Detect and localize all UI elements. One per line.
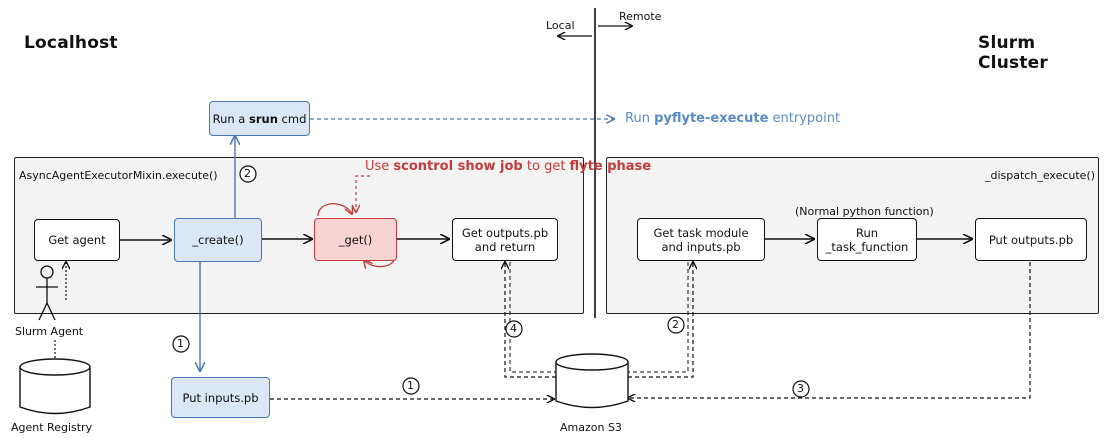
step2-local-circle xyxy=(239,165,257,183)
remote-panel-title: _dispatch_execute() xyxy=(985,169,1096,182)
scontrol-bold2: flyte phase xyxy=(569,159,652,174)
get-loop-arrow-top xyxy=(317,203,352,216)
s3-to-outputs-arrow xyxy=(505,262,556,378)
agent-registry-label: Agent Registry xyxy=(11,421,93,434)
scontrol-pointer xyxy=(356,175,370,212)
get-outputs-node: Get outputs.pb and return xyxy=(452,218,558,261)
step1-local-label: 1 xyxy=(177,337,184,350)
get-task-node: Get task module and inputs.pb xyxy=(637,218,765,261)
amazon-s3-cylinder xyxy=(555,353,629,409)
create-node: _create() xyxy=(174,218,262,262)
get-task-line2: and inputs.pb xyxy=(661,239,741,254)
step2-local-label: 2 xyxy=(244,167,251,180)
scontrol-mid: to get xyxy=(522,159,570,174)
pyflyte-bold: pyflyte-execute xyxy=(654,111,769,126)
scontrol-pre: Use xyxy=(365,159,394,174)
run-srun-node: Run a srun cmd xyxy=(209,101,310,136)
s3-to-gettask-arrow xyxy=(628,262,693,378)
step1-mid-label: 1 xyxy=(407,379,414,392)
amazon-s3-label: Amazon S3 xyxy=(560,421,622,434)
step1-mid-circle xyxy=(402,377,420,395)
local-label: Local xyxy=(546,19,575,32)
run-task-node: Run _task_function xyxy=(817,218,917,261)
run-task-line1: Run xyxy=(855,225,879,240)
scontrol-bold: scontrol show job xyxy=(393,159,523,174)
slurm-cluster-heading: Slurm Cluster xyxy=(978,33,1048,73)
run-srun-pre: Run a xyxy=(212,111,250,126)
agent-registry-cylinder xyxy=(19,358,91,415)
scontrol-label: Use scontrol show job to get flyte phase xyxy=(365,159,651,174)
normal-python-label: (Normal python function) xyxy=(795,205,934,218)
get-outputs-line1: Get outputs.pb xyxy=(461,225,549,240)
step3-label: 3 xyxy=(797,382,804,395)
slurm-agent-figure xyxy=(36,265,58,321)
get-outputs-line2: and return xyxy=(474,239,536,254)
pyflyte-entrypoint-label: Run pyflyte-execute entrypoint xyxy=(625,111,840,126)
step3-circle xyxy=(792,380,810,398)
get-agent-node: Get agent xyxy=(34,219,120,261)
step2-remote-label: 2 xyxy=(672,318,679,331)
run-srun-post: cmd xyxy=(277,111,307,126)
get-node: _get() xyxy=(314,218,397,261)
step4-circle xyxy=(505,320,523,338)
putoutputs-to-s3-arrow xyxy=(628,262,1031,398)
get-task-line1: Get task module xyxy=(653,225,749,240)
remote-label: Remote xyxy=(619,10,662,23)
put-outputs-node: Put outputs.pb xyxy=(975,218,1087,261)
run-srun-bold: srun xyxy=(249,111,278,126)
step4-label: 4 xyxy=(510,322,517,335)
local-panel-title: AsyncAgentExecutorMixin.execute() xyxy=(19,169,218,182)
pyflyte-pre: Run xyxy=(625,111,655,126)
run-task-line2: _task_function xyxy=(825,239,909,254)
put-inputs-node: Put inputs.pb xyxy=(171,377,270,418)
step2-remote-circle xyxy=(667,316,685,334)
step1-local-circle xyxy=(172,335,190,353)
pyflyte-post: entrypoint xyxy=(768,111,841,126)
slurm-agent-label: Slurm Agent xyxy=(15,325,84,338)
localhost-heading: Localhost xyxy=(24,33,118,53)
